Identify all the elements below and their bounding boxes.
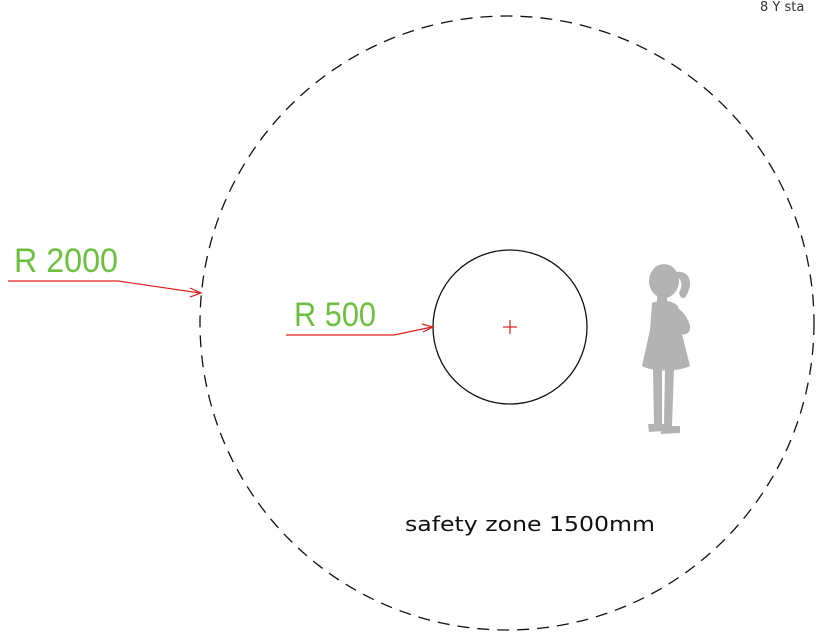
outer-radius-label: R 2000	[14, 242, 118, 280]
corner-text-fragment: 8 Y sta	[760, 0, 804, 15]
child-silhouette-icon	[642, 264, 691, 434]
inner-radius-leader	[286, 323, 435, 336]
center-mark-icon	[503, 320, 517, 334]
safety-zone-label: safety zone 1500mm	[405, 512, 655, 536]
outer-safety-circle	[199, 15, 815, 631]
inner-radius-label: R 500	[294, 296, 376, 334]
outer-radius-leader	[8, 280, 203, 298]
